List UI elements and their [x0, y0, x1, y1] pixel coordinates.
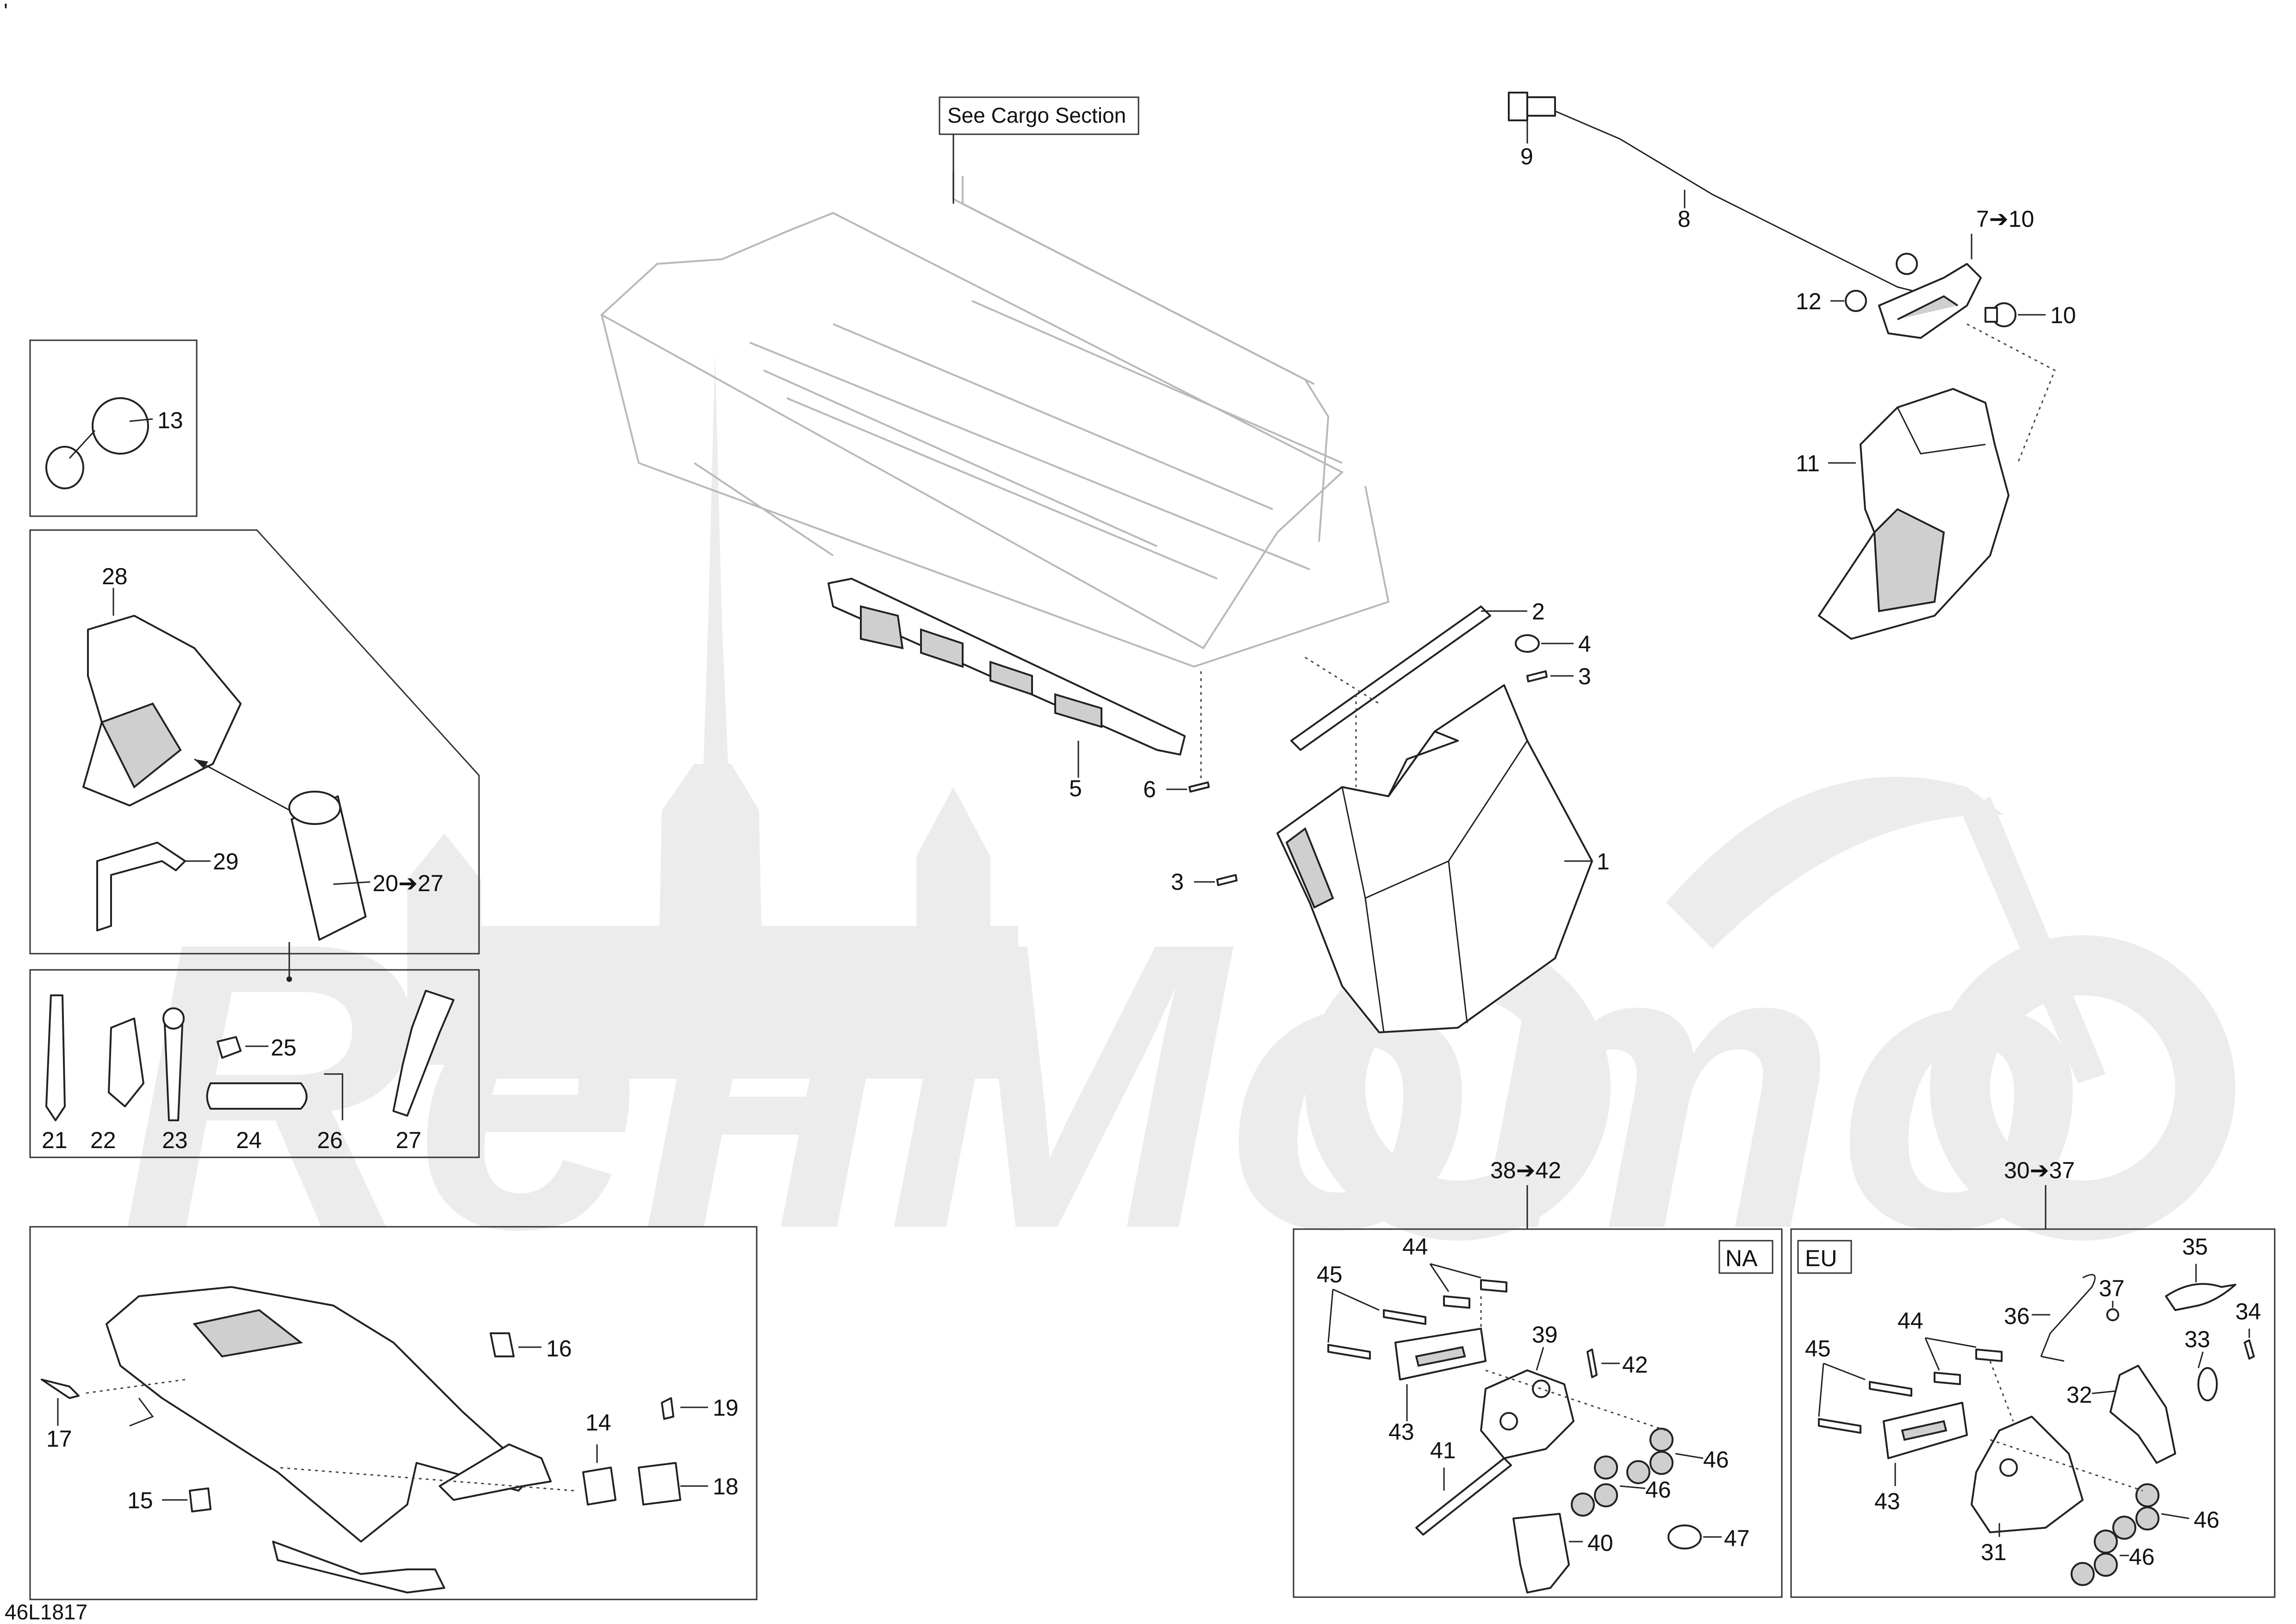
box-13: 13	[29, 339, 198, 517]
callout-6: 6	[1143, 776, 1156, 802]
callout-5: 5	[1069, 775, 1082, 801]
callout-7-10: 7➔10	[1976, 206, 2034, 232]
watermark: ReнMomo	[120, 352, 2235, 1313]
callout-38-42: 38➔42	[1490, 1157, 1561, 1183]
callout-21: 21	[42, 1127, 68, 1153]
callout-3-upper: 3	[1578, 663, 1591, 689]
callout-14: 14	[585, 1410, 611, 1436]
part-3-screw-lower	[1216, 874, 1238, 886]
corner-mark: '	[4, 0, 8, 23]
callout-8: 8	[1678, 206, 1691, 232]
part-3-screw-upper	[1526, 670, 1548, 682]
callout-15: 15	[127, 1487, 153, 1513]
callout-33: 33	[2184, 1326, 2210, 1352]
callout-47: 47	[1724, 1525, 1750, 1551]
callout-46-na-upper: 46	[1703, 1447, 1729, 1473]
part-5-side-rail	[828, 578, 1186, 756]
callout-44-eu: 44	[1898, 1308, 1923, 1334]
watermark-text: ReнMomo	[120, 858, 2086, 1313]
callout-26: 26	[317, 1127, 343, 1153]
callout-9: 9	[1520, 144, 1533, 169]
callout-39: 39	[1532, 1322, 1558, 1348]
region-eu-label: EU	[1805, 1245, 1837, 1271]
callout-45-eu: 45	[1805, 1336, 1831, 1362]
region-na-label: NA	[1725, 1245, 1758, 1271]
cargo-rack-ghost	[600, 171, 1390, 668]
callout-43-na: 43	[1388, 1419, 1414, 1445]
part-10-lamp	[1878, 263, 1982, 339]
callout-43-eu: 43	[1874, 1488, 1900, 1514]
callout-42: 42	[1622, 1352, 1648, 1378]
callout-2: 2	[1532, 599, 1545, 625]
part-2-strip	[1290, 606, 1491, 751]
box-na: NA 44 45 43 39 42 41 40 46 46	[1293, 1228, 1783, 1598]
part-12-grommet	[1845, 290, 1867, 312]
callout-45-na: 45	[1317, 1262, 1343, 1287]
part-8-wire	[1555, 110, 1935, 297]
callout-17: 17	[46, 1426, 72, 1452]
callout-46-eu-lower: 46	[2129, 1544, 2155, 1570]
callout-35: 35	[2182, 1234, 2208, 1260]
callout-18: 18	[713, 1474, 739, 1499]
box-snowmobile: 17 16 15 14 18 19	[29, 1226, 758, 1600]
callout-34: 34	[2235, 1299, 2261, 1324]
callout-22: 22	[90, 1127, 116, 1153]
part-11-bracket	[1818, 388, 2010, 640]
callout-28: 28	[102, 563, 128, 589]
callout-44-na: 44	[1402, 1234, 1428, 1260]
callout-30-37: 30➔37	[2004, 1157, 2075, 1183]
callout-27: 27	[396, 1127, 422, 1153]
box-28-29: 28 29 20➔27	[29, 529, 480, 982]
callout-11: 11	[1796, 450, 1820, 476]
see-cargo-label: See Cargo Section	[947, 103, 1126, 127]
callout-10: 10	[2050, 302, 2076, 328]
callout-13: 13	[157, 407, 183, 433]
box-tools: 21 22 23 24 25 26 27	[29, 969, 480, 1158]
callout-24: 24	[236, 1127, 262, 1153]
callout-40: 40	[1587, 1530, 1613, 1556]
callout-19: 19	[713, 1395, 739, 1421]
callout-37: 37	[2099, 1275, 2125, 1301]
callout-31: 31	[1981, 1539, 2007, 1565]
callout-16: 16	[546, 1336, 572, 1362]
callout-23: 23	[162, 1127, 188, 1153]
part-10-bulb	[1985, 302, 2016, 327]
box-eu: EU 44 45 43 31 32 33 34 35 36 37	[1790, 1228, 2276, 1598]
part-1-storage-bag	[1276, 684, 1593, 1033]
callout-25: 25	[271, 1035, 297, 1061]
figure-code: 46L1817	[5, 1600, 87, 1624]
part-4-washer	[1515, 634, 1540, 653]
callout-46-na-lower: 46	[1645, 1477, 1671, 1503]
callout-4: 4	[1578, 631, 1591, 657]
callout-3-lower: 3	[1171, 869, 1184, 895]
callout-36: 36	[2004, 1303, 2030, 1329]
callout-20-27: 20➔27	[373, 870, 443, 896]
callout-46-eu-upper: 46	[2194, 1507, 2220, 1533]
callout-12: 12	[1796, 288, 1822, 314]
callout-32: 32	[2066, 1382, 2092, 1408]
part-9-connector	[1508, 92, 1556, 121]
callout-1: 1	[1597, 849, 1610, 874]
callout-41: 41	[1430, 1437, 1456, 1463]
see-cargo-box: See Cargo Section	[939, 96, 1139, 204]
callout-29: 29	[213, 849, 239, 874]
